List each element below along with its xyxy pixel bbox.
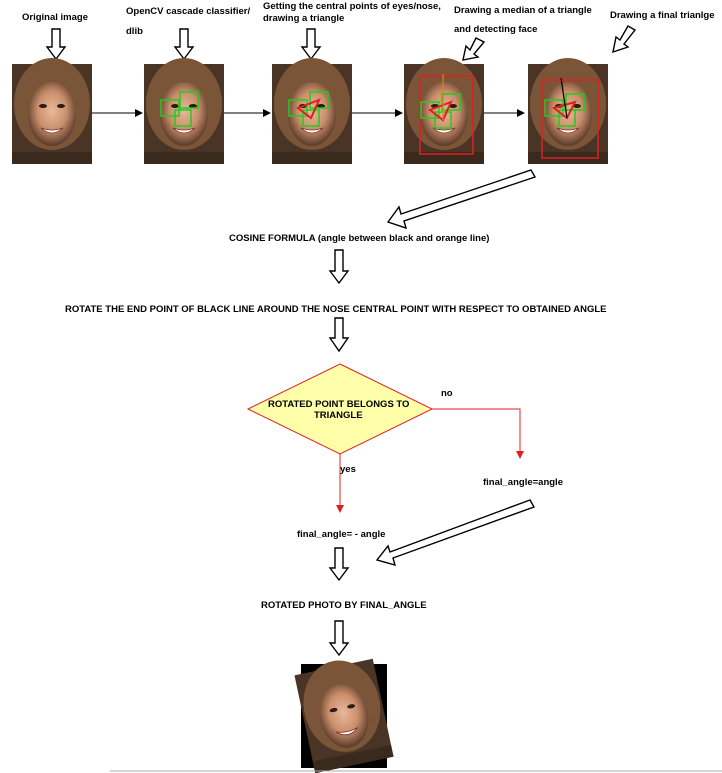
photo-final-triangle <box>527 57 609 165</box>
photo-median <box>403 57 485 165</box>
label-decision-line2: TRIANGLE <box>314 410 363 421</box>
label-median-line2: and detecting face <box>454 24 537 35</box>
label-cosine: COSINE FORMULA (angle between black and … <box>229 233 489 244</box>
label-decision-line1: ROTATED POINT BELONGS TO <box>268 399 409 410</box>
photo-original <box>11 57 93 165</box>
label-opencv-line2: dlib <box>126 26 143 37</box>
face-box-icon <box>419 75 474 155</box>
label-central-line2: drawing a triangle <box>263 13 344 24</box>
photo-triangle <box>271 57 353 165</box>
label-rotate: ROTATE THE END POINT OF BLACK LINE AROUN… <box>65 304 607 315</box>
hollow-arrow-diag-big <box>386 169 537 230</box>
hollow-arrow-diag-4 <box>462 37 486 61</box>
label-no: no <box>441 388 453 399</box>
hollow-arrow-diag-5 <box>612 25 637 54</box>
hollow-arrow-down-1 <box>45 28 67 61</box>
hollow-arrow-down-7 <box>328 317 350 353</box>
label-final-triangle: Drawing a final trianlge <box>610 10 715 21</box>
hollow-arrow-down-2 <box>173 28 195 61</box>
label-final-negative: final_angle= - angle <box>297 529 385 540</box>
label-opencv-line1: OpenCV cascade classifier/ <box>126 6 250 17</box>
label-central-line1: Getting the central points of eyes/nose, <box>263 1 441 12</box>
photo-cascade <box>143 57 225 165</box>
label-median-line1: Drawing a median of a triangle <box>454 5 592 16</box>
hollow-arrow-down-3 <box>300 28 322 61</box>
triangle-icon <box>295 98 321 120</box>
label-yes: yes <box>340 464 356 475</box>
photo-rotated <box>292 652 395 773</box>
hollow-arrow-diag-merge <box>375 499 536 567</box>
nose-box-icon <box>174 109 192 127</box>
label-final-positive: final_angle=angle <box>483 477 563 488</box>
label-original-image: Original image <box>22 12 88 23</box>
eye-box-icon <box>160 99 180 117</box>
hollow-arrow-down-9 <box>328 620 350 657</box>
eye-box-icon <box>179 91 199 109</box>
hollow-arrow-down-6 <box>328 249 350 285</box>
arrow-no-branch <box>432 408 524 459</box>
label-rotated-photo: ROTATED PHOTO BY FINAL_ANGLE <box>261 600 427 611</box>
hollow-arrow-down-8 <box>328 547 350 582</box>
black-line-icon <box>560 77 568 119</box>
